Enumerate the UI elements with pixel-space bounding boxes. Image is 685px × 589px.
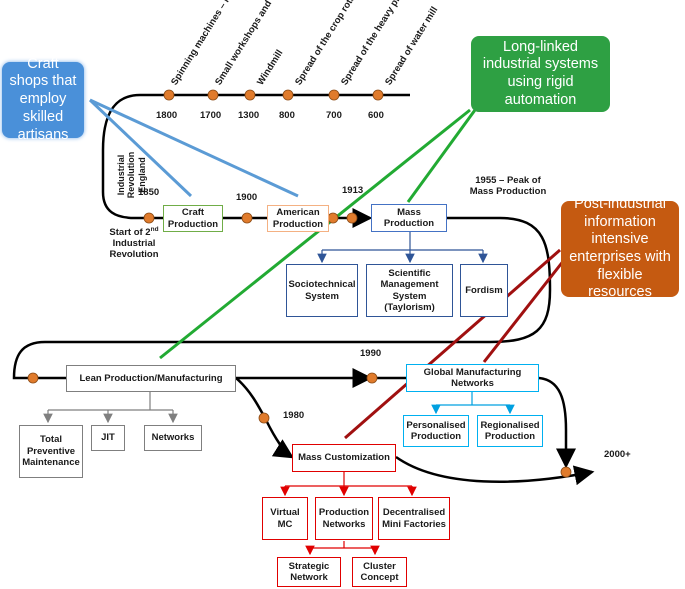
- personalised-production-box: Personalised Production: [403, 415, 469, 447]
- year-1990: 1990: [360, 348, 382, 359]
- node-lean: [27, 372, 39, 384]
- node-1900: [241, 212, 253, 224]
- callout-rigid-automation: Long-linked industrial systems using rig…: [471, 36, 610, 112]
- jit-box: JIT: [91, 425, 125, 451]
- global-manufacturing-box: Global Manufacturing Networks: [406, 364, 539, 392]
- year-800: 800: [279, 110, 295, 121]
- year-1900: 1900: [236, 192, 258, 203]
- year-600: 600: [368, 110, 384, 121]
- timeline-top: [101, 93, 410, 220]
- scientific-management-box: Scientific Management System (Taylorism): [366, 264, 453, 317]
- year-1300: 1300: [238, 110, 260, 121]
- year-700: 700: [326, 110, 342, 121]
- decentralised-mini-factories-box: Decentralised Mini Factories: [378, 497, 450, 540]
- fordism-box: Fordism: [460, 264, 508, 317]
- lean-production-box: Lean Production/Manufacturing: [66, 365, 236, 392]
- callout-post-industrial: Post-industrial information intensive en…: [561, 196, 679, 300]
- node-800: [282, 89, 294, 101]
- year-1850: 1850: [138, 187, 160, 198]
- cluster-concept-box: Cluster Concept: [352, 557, 407, 587]
- node-600: [372, 89, 384, 101]
- start-label-sup: nd: [150, 226, 159, 233]
- node-1913b: [346, 212, 358, 224]
- callout-craft-shops: Craft shops that employ skilled artisans: [2, 56, 84, 143]
- mass-customization-box: Mass Customization: [292, 444, 396, 472]
- node-1300: [244, 89, 256, 101]
- start-label-post: Industrial Revolution: [109, 238, 159, 260]
- year-2000-plus: 2000+: [604, 449, 631, 460]
- timeline-to-2000-upper: [538, 376, 576, 469]
- peak-mass-production-label: 1955 – Peak of Mass Production: [469, 175, 547, 197]
- regionalised-production-box: Regionalised Production: [477, 415, 543, 447]
- total-preventive-maintenance-box: Total Preventive Maintenance: [19, 425, 83, 478]
- craft-leader-1: [88, 98, 193, 198]
- rigid-leader-2: [406, 109, 477, 203]
- mass-production-box: Mass Production: [371, 204, 447, 232]
- node-1850: [143, 212, 155, 224]
- american-production-box: American Production: [267, 205, 329, 232]
- strategic-network-box: Strategic Network: [277, 557, 341, 587]
- node-1913a: [327, 212, 339, 224]
- node-1990: [366, 372, 378, 384]
- start-label-pre: Start of 2: [109, 227, 151, 239]
- craft-production-box: Craft Production: [163, 205, 223, 232]
- year-1980: 1980: [283, 410, 305, 421]
- node-1980: [258, 412, 270, 424]
- year-1700: 1700: [200, 110, 222, 121]
- node-2000: [560, 466, 572, 478]
- production-networks-box: Production Networks: [315, 497, 373, 540]
- virtual-mc-box: Virtual MC: [262, 497, 308, 540]
- post-leader-2: [344, 248, 561, 440]
- post-leader-1: [482, 254, 570, 363]
- sociotechnical-system-box: Sociotechnical System: [286, 264, 358, 317]
- node-1800: [163, 89, 175, 101]
- start-second-revolution-label: Start of 2nd Industrial Revolution: [104, 226, 164, 261]
- networks-box: Networks: [144, 425, 202, 451]
- craft-leader-2: [89, 98, 299, 198]
- node-700: [328, 89, 340, 101]
- rigid-leader-1: [159, 108, 471, 360]
- timeline-loop-right: [12, 216, 552, 380]
- year-1800: 1800: [156, 110, 178, 121]
- year-1913: 1913: [342, 185, 364, 196]
- industrial-revolution-label: Industrial Revolution England: [116, 151, 147, 199]
- node-1700: [207, 89, 219, 101]
